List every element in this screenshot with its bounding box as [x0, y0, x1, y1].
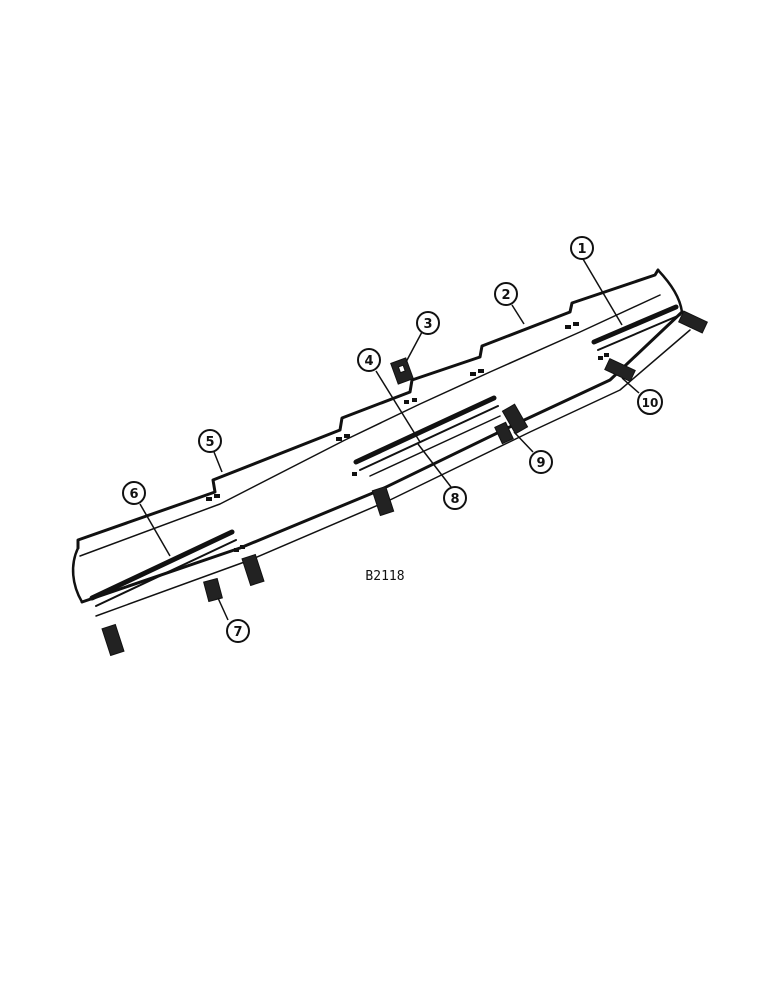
wear-strip-left: [89, 529, 237, 607]
trough-bottom-line: [95, 329, 691, 617]
clip-9: [494, 421, 514, 445]
trough-right-end: [656, 268, 684, 314]
mounting-holes: [206, 322, 609, 552]
leader-5: [213, 451, 223, 473]
clip: [501, 403, 529, 435]
trough-left-end: [71, 546, 84, 604]
callout-6: 6: [122, 481, 146, 505]
callout-3: 3: [416, 311, 440, 335]
clip: [678, 310, 708, 334]
callout-2-label: 2: [501, 288, 510, 303]
trough-rear-lip: [79, 294, 661, 557]
wear-strip-right: [591, 304, 681, 351]
wear-strips: [89, 304, 681, 607]
leader-lines: [139, 258, 640, 621]
callout-4-label: 4: [364, 354, 373, 369]
callout-5: 5: [198, 429, 222, 453]
callout-8: 8: [443, 486, 467, 510]
callout-2: 2: [494, 282, 518, 306]
clip: [371, 485, 395, 517]
callout-4: 4: [357, 348, 381, 372]
clip: [241, 553, 265, 587]
leader-10: [621, 377, 640, 394]
clip-7: [203, 577, 223, 603]
figure-code: B2118: [365, 569, 404, 584]
callout-9: 9: [529, 450, 553, 474]
callout-10: 10: [637, 389, 663, 415]
callout-9-label: 9: [536, 456, 545, 471]
leader-2: [511, 304, 525, 325]
callout-7-label: 7: [233, 625, 242, 640]
wear-strip-center: [353, 395, 501, 477]
leader-7: [217, 597, 229, 621]
leader-4: [375, 370, 421, 443]
trough-top-edge: [76, 268, 660, 550]
leader-3: [405, 331, 423, 363]
callout-10-label: 10: [642, 396, 659, 410]
clip: [101, 623, 125, 657]
callout-3-label: 3: [423, 317, 432, 332]
callout-1: 1: [570, 236, 594, 260]
mounting-clips: [101, 310, 708, 657]
callout-6-label: 6: [129, 487, 138, 502]
bracket-3: [390, 357, 414, 385]
callout-8-label: 8: [450, 492, 459, 507]
callout-7: 7: [226, 619, 250, 643]
leader-1: [582, 258, 623, 326]
callout-5-label: 5: [205, 435, 214, 450]
leader-9: [513, 431, 534, 453]
callout-1-label: 1: [577, 242, 586, 257]
callouts: 1 2 3 4 5 6 7 8: [122, 236, 663, 643]
leader-6: [139, 503, 171, 557]
clip: [604, 357, 636, 383]
leader-8: [417, 443, 452, 488]
